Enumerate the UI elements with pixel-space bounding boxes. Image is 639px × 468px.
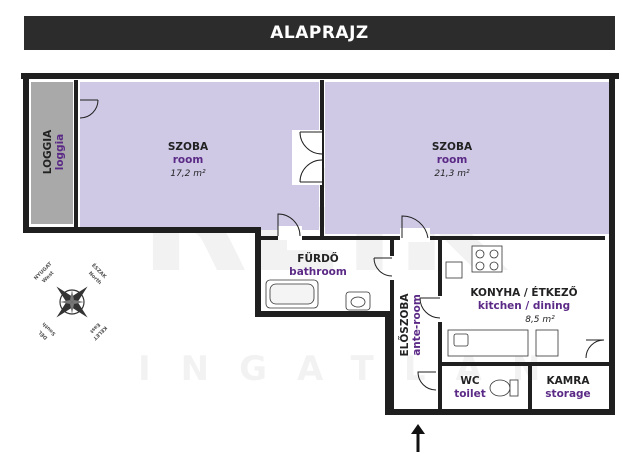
loggia-name-en: loggia [54, 134, 66, 171]
room2-name: SZOBA [432, 141, 473, 153]
room1-name-en: room [173, 154, 204, 166]
kitchen-area: 8,5 m² [525, 315, 555, 325]
storage-name-en: storage [545, 388, 590, 400]
interior-walls [74, 80, 612, 412]
kitchen-sink-icon [453, 333, 469, 347]
bathroom-name: FÜRDŐ [297, 251, 338, 265]
room2-fill [325, 82, 609, 234]
walls [21, 73, 619, 415]
storage-name: KAMRA [547, 375, 591, 387]
title-bar: ALAPRAJZ [24, 16, 615, 50]
room2-area: 21,3 m² [434, 169, 470, 179]
room1-name: SZOBA [168, 141, 209, 153]
wc-name: WC [460, 375, 480, 387]
anteroom-name: ELŐSZOBA [397, 293, 411, 357]
compass-rose-icon [56, 286, 88, 318]
wc-name-en: toilet [454, 388, 486, 400]
door-swing-icon [79, 96, 605, 391]
plan-title: ALAPRAJZ [270, 23, 369, 43]
loggia-fill [31, 82, 73, 224]
anteroom-name-en: ante-room [411, 294, 423, 356]
entrance-arrow-icon [411, 424, 425, 452]
kitchen-name-en: kitchen / dining [478, 300, 570, 312]
loggia-name: LOGGIA [42, 129, 54, 174]
room2-name-en: room [437, 154, 468, 166]
room1-fill [80, 82, 319, 230]
bathroom-name-en: bathroom [289, 266, 347, 278]
toilet-icon [489, 379, 511, 397]
room1-area: 17,2 m² [170, 169, 206, 179]
kitchen-name: KONYHA / ÉTKEZŐ [470, 285, 577, 299]
